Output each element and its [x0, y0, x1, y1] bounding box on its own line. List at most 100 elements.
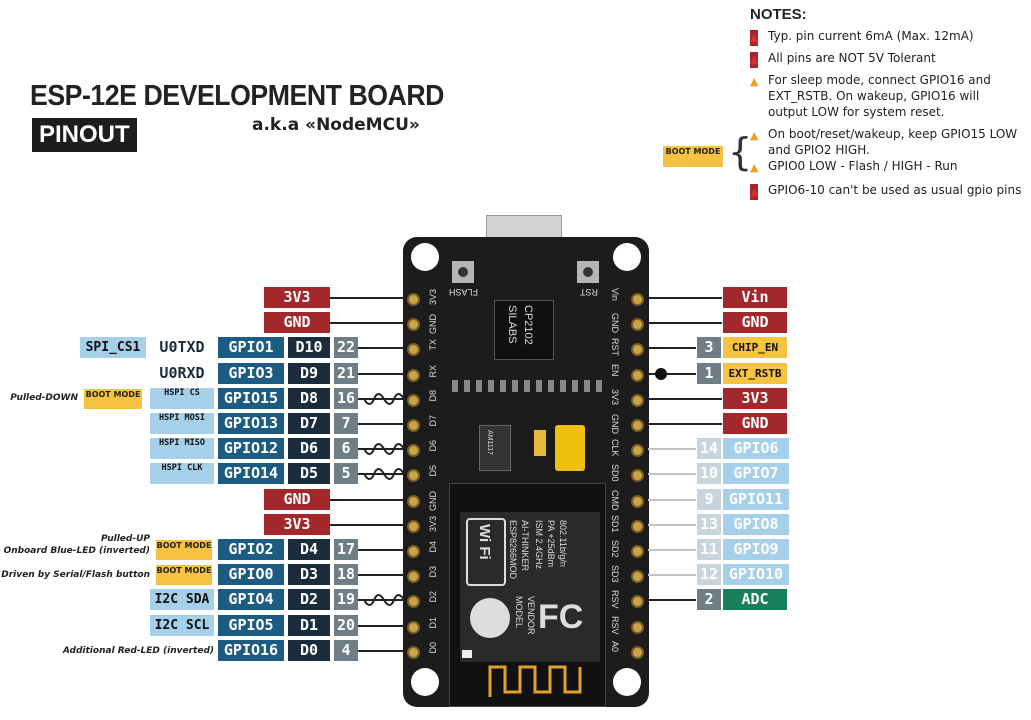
led	[462, 650, 472, 658]
pin-silk-right: A0	[610, 640, 620, 652]
side-note: Onboard Blue-LED (inverted)	[3, 546, 150, 556]
pin-number: 14	[697, 438, 721, 460]
espressif-logo	[470, 598, 510, 638]
wifi-logo	[466, 518, 506, 586]
d-label: D0	[288, 639, 330, 661]
gpio-label: GPIO16	[218, 639, 284, 661]
d-label: D7	[288, 413, 330, 434]
uart-label: U0RXD	[150, 362, 214, 384]
chip-silk-2: CP2102	[522, 305, 534, 345]
header-pin	[631, 519, 644, 533]
header-pin	[407, 393, 420, 407]
capacitor	[534, 430, 546, 456]
pin-line	[648, 473, 696, 476]
pin-silk-left: GND	[428, 314, 438, 335]
pin-silk-left: D0	[428, 641, 438, 654]
mount-hole	[613, 668, 641, 696]
boot-mode-badge: BOOT MODE	[84, 388, 142, 409]
pin-number: 1	[697, 362, 721, 384]
pin-line	[358, 448, 404, 451]
header-pin	[631, 368, 644, 382]
pin-silk-left: D1	[428, 616, 438, 629]
pin-silk-left: D7	[428, 415, 438, 427]
pin-number: 2	[697, 589, 721, 611]
note-item: ▲On boot/reset/wakeup, keep GPIO15 LOW a…	[750, 127, 1018, 157]
header-pin	[631, 620, 644, 634]
gpio-label: GPIO15	[218, 387, 284, 409]
usb-chip	[494, 300, 554, 360]
right-pin-label: GND	[723, 413, 787, 434]
spi-label: SPI_CS1	[80, 337, 146, 359]
pin-silk-left: D3	[428, 566, 438, 578]
module-silk: ESP8266MOD	[508, 520, 518, 580]
header-pin	[407, 293, 420, 306]
pin-line	[648, 448, 696, 451]
pin-number: 16	[334, 387, 358, 409]
pin-number: 7	[334, 413, 358, 434]
pin-line	[358, 372, 404, 375]
fc-logo: FC	[538, 598, 584, 636]
warning-icon: ▲	[750, 184, 759, 200]
right-pin-label: GPIO6	[723, 438, 789, 460]
pin-number: 12	[697, 564, 721, 586]
pin-line	[358, 397, 404, 400]
note-item: ▲GPIO0 LOW - Flash / HIGH - Run	[750, 159, 958, 174]
gpio-label: GPIO14	[218, 463, 284, 485]
notes-heading: NOTES:	[750, 6, 807, 23]
rst-button[interactable]	[577, 261, 599, 283]
right-pin-label: Vin	[723, 287, 787, 308]
chip-silk-1: SILABS	[506, 305, 518, 344]
pin-number: 17	[334, 539, 358, 560]
pin-number: 9	[697, 488, 721, 510]
pin-silk-left: D4	[428, 541, 438, 553]
pin-silk-right: SD2	[610, 540, 620, 558]
gpio-label: GPIO12	[218, 438, 284, 460]
gpio-label: GPIO1	[218, 337, 284, 359]
boot-mode-badge: BOOT MODE	[663, 146, 723, 167]
module-silk: PA +25dBm	[546, 520, 556, 568]
i2c-label: I2C SDA	[150, 589, 214, 611]
power-label: 3V3	[264, 513, 330, 535]
pin-number: 18	[334, 564, 358, 586]
right-pin-label: 3V3	[723, 387, 787, 409]
pin-silk-left: D2	[428, 591, 438, 603]
header-pin	[631, 570, 644, 584]
right-pin-label: GPIO7	[723, 463, 789, 485]
header-pin	[407, 645, 420, 659]
aka-label: a.k.a «NodeMCU»	[252, 115, 420, 135]
i2c-label: I2C SCL	[150, 614, 214, 636]
d-label: D2	[288, 589, 330, 611]
hspi-label: HSPI CLK	[150, 463, 214, 485]
header-pin	[631, 393, 644, 407]
pin-line	[648, 523, 696, 526]
hspi-label: HSPI MOSI	[150, 413, 214, 434]
pin-silk-left: D8	[428, 389, 438, 402]
pin-line	[648, 599, 696, 602]
header-pin	[407, 519, 420, 533]
flash-button[interactable]	[452, 261, 474, 283]
boot-mode-badge: BOOT MODE	[156, 565, 212, 586]
d-label: D5	[288, 463, 330, 485]
pin-silk-right: SD3	[610, 565, 620, 583]
header-pin	[407, 343, 420, 357]
mount-hole	[613, 243, 641, 271]
pin-number: 4	[334, 639, 358, 661]
right-pin-label: CHIP_EN	[723, 337, 787, 359]
connection-dot	[655, 367, 667, 380]
brace-icon: {	[728, 130, 753, 174]
pin-silk-left: TX	[428, 339, 438, 351]
resistor-squiggle	[364, 392, 404, 405]
header-pin	[631, 545, 644, 558]
pin-line	[330, 322, 404, 325]
right-pin-label: GPIO8	[723, 513, 789, 535]
module-silk: 802.11b/g/n	[558, 520, 568, 567]
capacitor-large	[555, 425, 585, 471]
pin-line	[358, 423, 404, 425]
header-pin	[407, 318, 420, 332]
d-label: D10	[288, 337, 330, 359]
header-pin	[631, 343, 644, 357]
gpio-label: GPIO2	[218, 539, 284, 560]
hspi-label: HSPI MISO	[150, 438, 214, 460]
regulator-silk: AM1117	[486, 430, 493, 456]
right-pin-label: GPIO9	[723, 539, 789, 560]
